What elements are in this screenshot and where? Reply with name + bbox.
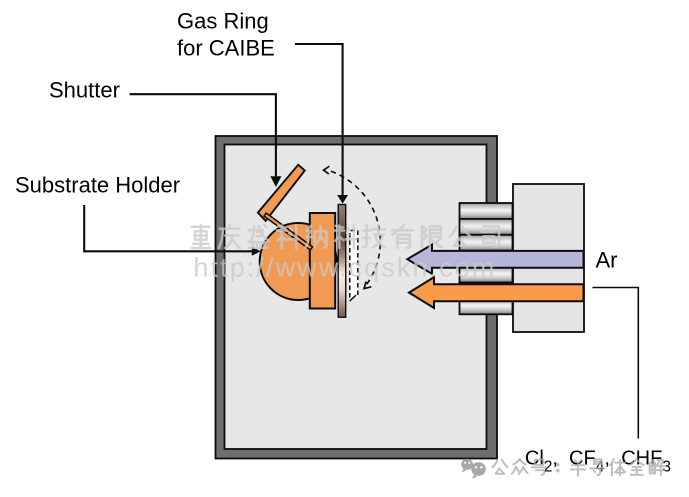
svg-text:for CAIBE: for CAIBE xyxy=(177,36,275,61)
svg-text:Ar: Ar xyxy=(596,248,618,273)
svg-text:Gas Ring: Gas Ring xyxy=(177,9,269,34)
svg-text:http://www.cqskn.com: http://www.cqskn.com xyxy=(193,252,496,282)
svg-text:Substrate Holder: Substrate Holder xyxy=(15,173,180,198)
svg-text:Shutter: Shutter xyxy=(49,77,120,102)
